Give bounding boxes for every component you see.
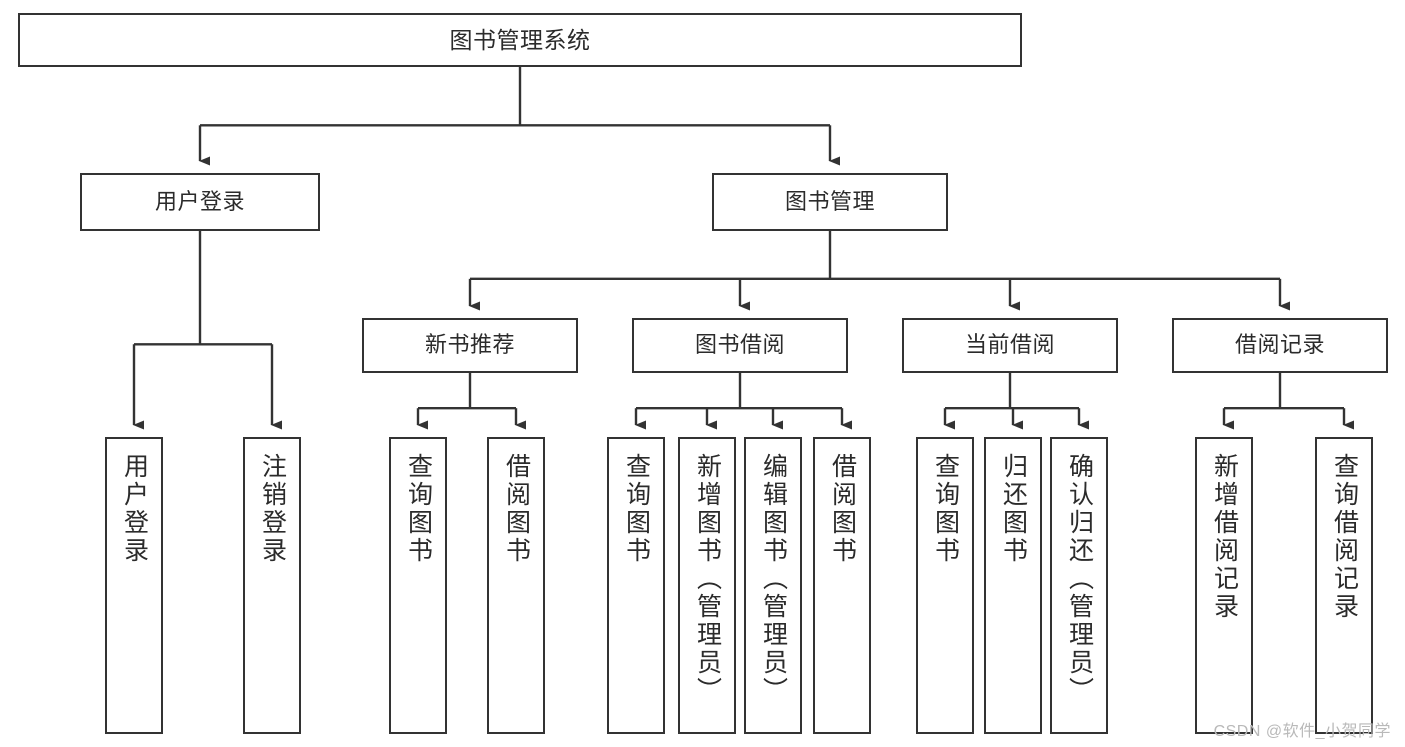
node-login[interactable]: 用户登录: [80, 173, 320, 231]
node-label: 图书借阅: [694, 332, 785, 358]
node-label: 借阅记录: [1234, 332, 1325, 358]
node-l12[interactable]: 新增借阅记录: [1195, 437, 1253, 734]
node-l1[interactable]: 用户登录: [105, 437, 163, 734]
node-label: 用户登录: [154, 188, 245, 214]
node-label: 新增借阅记录: [1210, 453, 1239, 621]
node-label: 编辑图书（管理员）: [759, 453, 788, 705]
node-label: 查询图书: [622, 453, 651, 565]
node-label: 注销登录: [258, 453, 287, 565]
node-label: 借阅图书: [828, 453, 857, 565]
node-label: 查询图书: [931, 453, 960, 565]
node-newbook[interactable]: 新书推荐: [362, 318, 578, 373]
node-label: 图书管理系统: [449, 26, 591, 53]
node-l13[interactable]: 查询借阅记录: [1315, 437, 1373, 734]
node-records[interactable]: 借阅记录: [1172, 318, 1388, 373]
node-label: 借阅图书: [502, 453, 531, 565]
node-l5[interactable]: 查询图书: [607, 437, 665, 734]
node-root[interactable]: 图书管理系统: [18, 13, 1022, 67]
node-label: 当前借阅: [964, 332, 1055, 358]
node-label: 归还图书: [999, 453, 1028, 565]
node-l2[interactable]: 注销登录: [243, 437, 301, 734]
node-label: 图书管理: [784, 188, 875, 214]
node-label: 查询借阅记录: [1330, 453, 1359, 621]
node-l11[interactable]: 确认归还（管理员）: [1050, 437, 1108, 734]
node-l7[interactable]: 编辑图书（管理员）: [744, 437, 802, 734]
node-borrow[interactable]: 图书借阅: [632, 318, 848, 373]
node-label: 确认归还（管理员）: [1065, 453, 1094, 705]
node-label: 查询图书: [404, 453, 433, 565]
node-l10[interactable]: 归还图书: [984, 437, 1042, 734]
node-l6[interactable]: 新增图书（管理员）: [678, 437, 736, 734]
node-l9[interactable]: 查询图书: [916, 437, 974, 734]
node-label: 新增图书（管理员）: [693, 453, 722, 705]
node-label: 用户登录: [120, 453, 149, 565]
node-l8[interactable]: 借阅图书: [813, 437, 871, 734]
node-bookmgmt[interactable]: 图书管理: [712, 173, 948, 231]
node-l4[interactable]: 借阅图书: [487, 437, 545, 734]
node-label: 新书推荐: [424, 332, 515, 358]
watermark-text: CSDN @软件_小贺同学: [1213, 723, 1391, 740]
node-l3[interactable]: 查询图书: [389, 437, 447, 734]
node-current[interactable]: 当前借阅: [902, 318, 1118, 373]
